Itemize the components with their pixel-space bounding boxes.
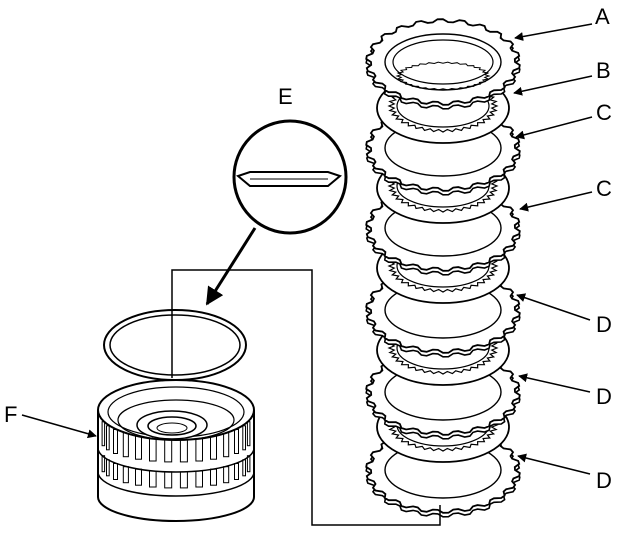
drum-slot (164, 471, 173, 489)
drum-slot (101, 455, 106, 473)
label-f: F (4, 402, 17, 427)
top-plate-visible-spline (395, 61, 491, 91)
drum-recess (117, 399, 235, 441)
snap-ring-inner (109, 314, 241, 376)
label-d2: D (596, 384, 612, 409)
leader-b (513, 75, 593, 96)
label-c1: C (596, 100, 612, 125)
label-d1: D (596, 312, 612, 337)
drum-slot (242, 459, 247, 477)
label-a: A (595, 4, 610, 29)
drum-slot (234, 463, 239, 480)
label-b: B (596, 58, 611, 83)
snap-ring (103, 309, 247, 381)
drum-spline-slots (101, 421, 251, 489)
drum-slot (195, 470, 203, 488)
drum-hub-bore (156, 422, 188, 434)
leader-c1 (515, 116, 593, 140)
drum-lower-band (97, 471, 255, 497)
drum-slot (210, 468, 217, 486)
drum-slot (122, 466, 129, 484)
clutch-plate-11 (365, 18, 521, 110)
label-c2: C (596, 176, 612, 201)
leader-d2 (518, 373, 591, 393)
label-e: E (278, 84, 293, 109)
detail-arrow-e (205, 227, 257, 306)
drum-slot (246, 455, 251, 473)
drum-slot (223, 466, 230, 484)
leader-d3 (517, 453, 591, 475)
drum-slot (179, 471, 188, 489)
detail-circle-e: E (205, 84, 348, 306)
drum-slot (113, 463, 118, 480)
assembly-bracket-line (171, 269, 441, 526)
snap-ring-outer (103, 309, 247, 381)
drum-slot (106, 459, 110, 477)
label-d3: D (596, 468, 612, 493)
top-plate-inner-ring (392, 39, 494, 85)
drum-slot (149, 470, 157, 488)
leader-f (21, 414, 97, 439)
steel-plate-bore (384, 33, 502, 91)
clutch-drum-f: F (4, 379, 255, 522)
callout-leaders: A B C C D D D (513, 4, 612, 493)
drum-hub-inner (147, 416, 197, 436)
leader-c2 (519, 191, 593, 212)
leader-a (514, 23, 593, 41)
drum-slot (135, 468, 142, 486)
leader-d1 (516, 293, 591, 321)
drum-mid-band (97, 447, 255, 473)
clutch-plate-stack (365, 18, 521, 518)
